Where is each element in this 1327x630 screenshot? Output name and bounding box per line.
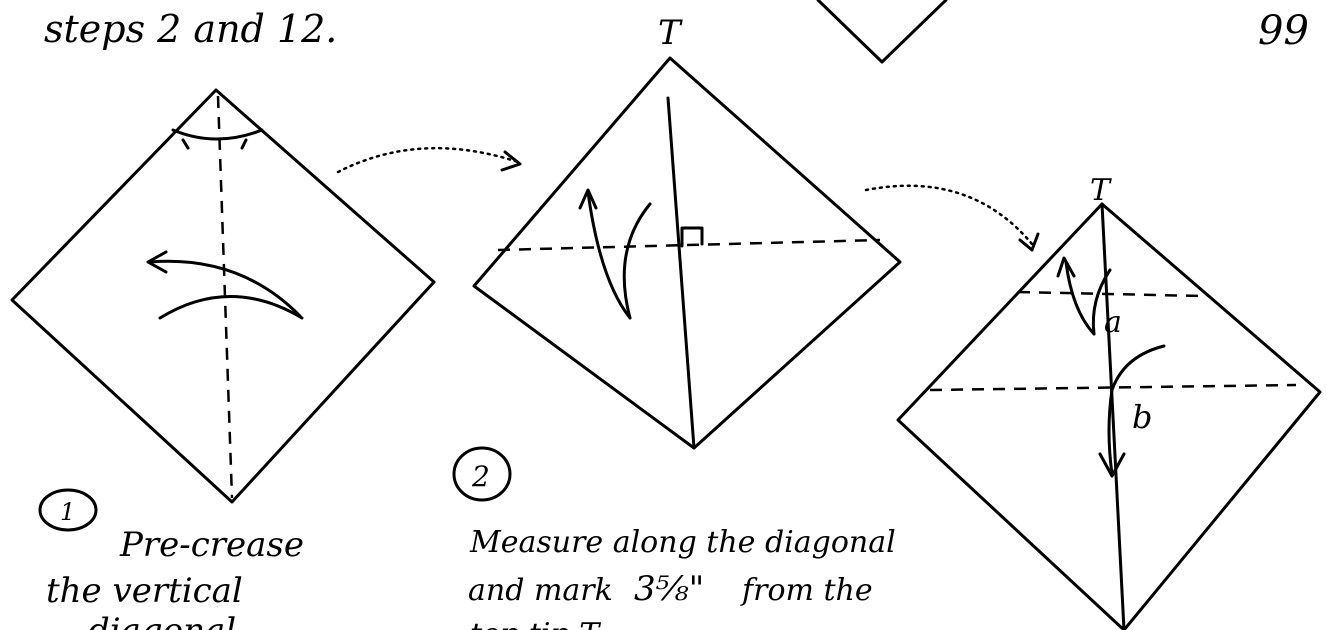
square-diamond-2	[472, 56, 902, 450]
step1-line3: diagonal	[88, 611, 236, 630]
right-angle-mark	[680, 226, 704, 248]
fold-arrow-a-left	[1064, 260, 1096, 336]
fold-arrow-curve	[148, 259, 302, 318]
fold-line-a	[1017, 290, 1203, 298]
top-tip-label-2: T	[658, 13, 683, 53]
fold-line-b	[929, 383, 1297, 392]
step2-line2b: from the	[740, 573, 873, 608]
step2-line3: top tip T.	[470, 617, 604, 630]
step2-diagram: T	[472, 13, 902, 450]
step1-line2: the vertical	[46, 571, 243, 611]
fold-arrow-a-right	[1091, 268, 1112, 336]
progress-arrow-2-head	[1018, 232, 1040, 252]
angle-tick-right	[240, 138, 248, 150]
page-number: 99	[1258, 8, 1309, 54]
progress-arrow-2	[864, 184, 1034, 246]
horizontal-crease-mark	[497, 238, 881, 252]
square-diamond-3	[896, 202, 1322, 630]
progress-arrow-1	[336, 146, 520, 174]
intro-text: steps 2 and 12.	[44, 7, 337, 51]
vertical-diagonal-line-3	[1100, 202, 1126, 630]
vertical-diagonal-crease	[216, 95, 234, 499]
fold-label-b: b	[1132, 398, 1152, 436]
fold-arrow-2-head	[578, 188, 598, 210]
top-tip-label-3: T	[1090, 173, 1112, 208]
step1-number: 1	[60, 498, 75, 526]
fold-arrow-b-head	[1098, 452, 1126, 478]
square-diamond-1	[10, 88, 436, 504]
vertical-diagonal-line	[666, 96, 696, 450]
fold-arrow-head	[146, 250, 168, 274]
step1-diagram	[10, 88, 436, 504]
step1-number-circle	[38, 488, 98, 532]
fold-arrow-tail	[158, 295, 304, 320]
step3-diagram: T a b	[896, 173, 1322, 630]
angle-arc	[171, 128, 264, 141]
step2-number-circle	[452, 446, 512, 502]
step2-line2: and mark	[468, 573, 613, 608]
fold-arrow-2-left	[586, 190, 632, 320]
fold-arrow-2-right	[622, 202, 652, 320]
fold-label-a: a	[1104, 305, 1122, 340]
step2-measure: 3⅝"	[634, 569, 704, 609]
previous-diagram-corner	[816, 0, 948, 64]
step2-number: 2	[471, 460, 490, 493]
fold-arrow-b	[1107, 344, 1166, 476]
progress-arrow-1-head	[500, 150, 522, 172]
angle-tick-left	[181, 138, 190, 150]
fold-arrow-a-head	[1056, 256, 1076, 278]
step2-line1: Measure along the diagonal	[469, 525, 896, 560]
step1-line1: Pre-crease	[119, 525, 304, 565]
